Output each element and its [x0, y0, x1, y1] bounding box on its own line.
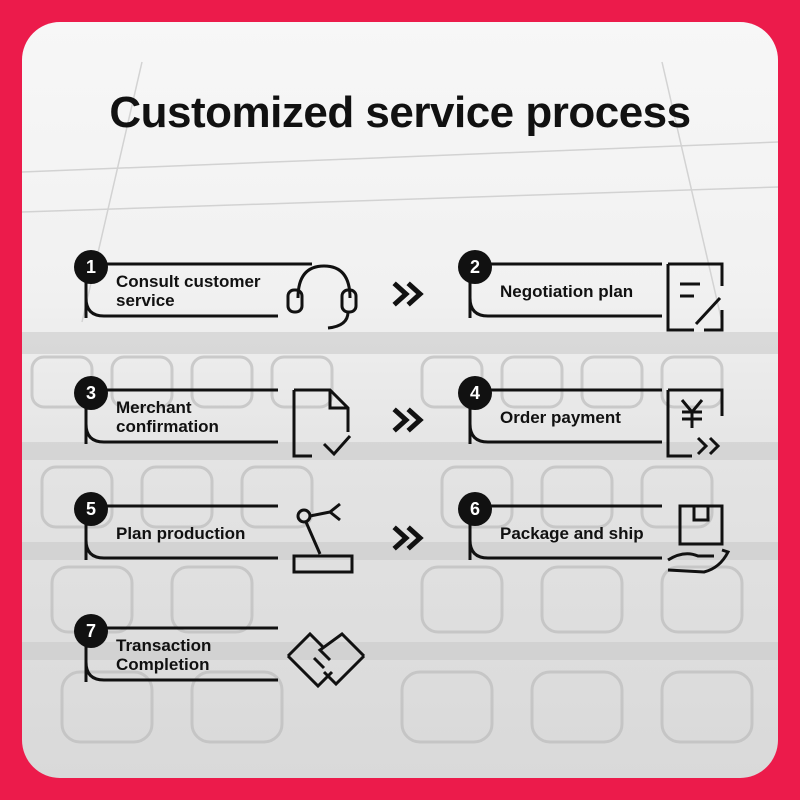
step-label: Plan production — [116, 523, 246, 543]
step-number-badge: 5 — [74, 492, 108, 526]
next-arrow-icon — [392, 406, 426, 439]
document-pen-icon — [666, 262, 724, 332]
step-3: 3 Merchant confirmation — [74, 376, 382, 458]
package-hand-icon — [667, 504, 731, 574]
step-number-badge: 4 — [458, 376, 492, 410]
step-6: 6 Package and ship — [458, 492, 766, 574]
step-label: Transaction Completion — [116, 636, 212, 674]
step-5: 5 Plan production — [74, 492, 382, 574]
warehouse-background — [22, 61, 778, 744]
headset-icon — [286, 264, 358, 330]
step-number-badge: 1 — [74, 250, 108, 284]
next-arrow-icon — [392, 524, 426, 557]
step-label: Package and ship — [500, 523, 644, 543]
step-label: Order payment — [500, 407, 621, 427]
step-label: Merchant confirmation — [116, 398, 219, 436]
main-card — [22, 22, 778, 778]
step-label: Consult customer service — [116, 272, 261, 310]
step-7: 7 Transaction Completion — [74, 614, 382, 692]
step-1: 1 Consult customer service — [74, 250, 382, 330]
page-title: Customized service process — [109, 88, 691, 137]
next-arrow-icon — [392, 280, 426, 313]
yen-payment-icon — [666, 388, 724, 458]
document-check-icon — [292, 388, 352, 458]
step-number-badge: 3 — [74, 376, 108, 410]
step-number-badge: 6 — [458, 492, 492, 526]
handshake-icon — [286, 631, 366, 689]
step-number-badge: 2 — [458, 250, 492, 284]
step-number-badge: 7 — [74, 614, 108, 648]
robot-arm-icon — [292, 502, 354, 574]
step-label: Negotiation plan — [500, 281, 634, 301]
step-2: 2 Negotiation plan — [458, 250, 766, 332]
step-4: 4 Order payment — [458, 376, 766, 458]
